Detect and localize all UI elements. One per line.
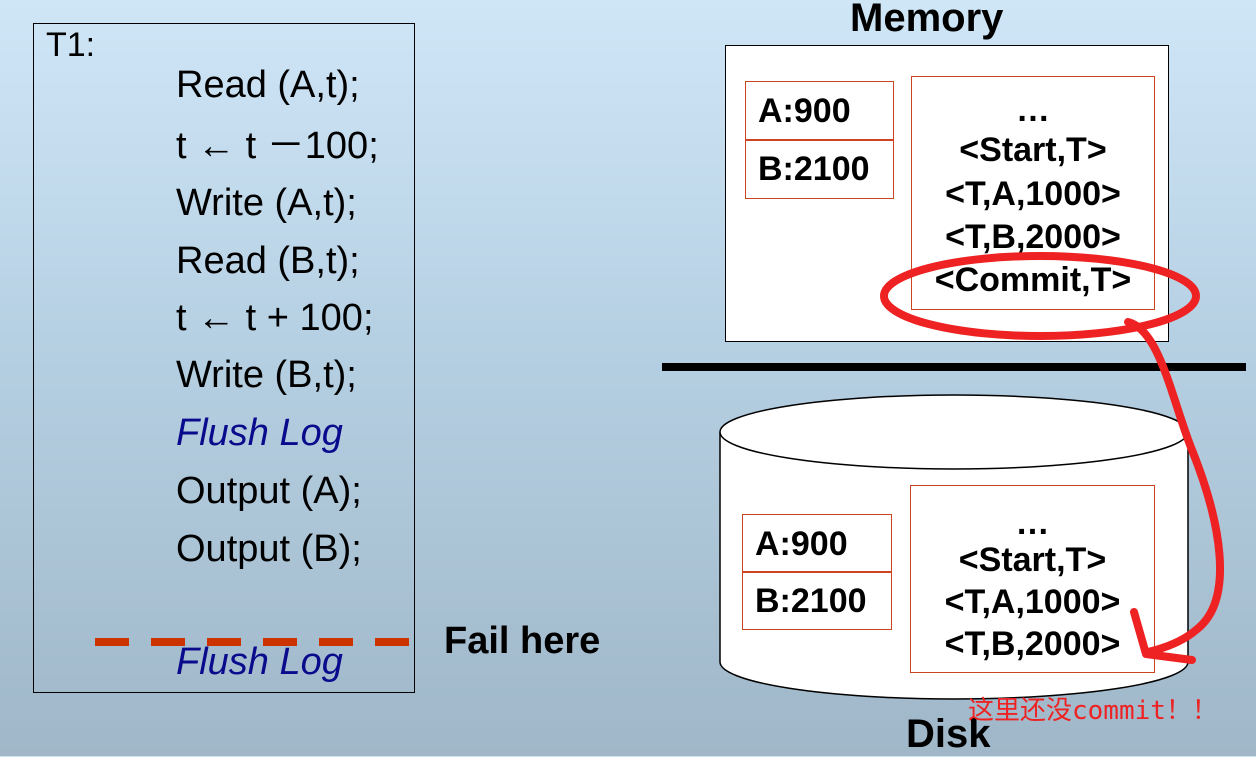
memory-log-box: … <Start,T> <T,A,1000> <T,B,2000> <Commi… [911,76,1155,310]
code-line-read-b: Read (B,t); [176,240,360,282]
code-line-flush-log: Flush Log [176,412,343,454]
transaction-panel [33,23,415,693]
disk-log-entry: … [1015,504,1050,542]
memory-disk-divider [662,363,1246,371]
memory-log-entry: … [1016,91,1050,129]
disk-cell-b: B:2100 [742,571,892,630]
transaction-label: T1: [46,26,96,64]
disk-log-box: … <Start,T> <T,A,1000> <T,B,2000> [910,485,1155,673]
memory-log-entry: <T,A,1000> [945,175,1121,213]
memory-log-entry: <Start,T> [959,131,1107,169]
arrow-head-icon [1130,608,1196,664]
code-line-increment: t ← t + 100; [176,297,374,339]
code-line-write-a: Write (A,t); [176,182,357,224]
disk-log-entry: <T,A,1000> [944,583,1121,621]
code-line-final-flush-log: Flush Log [176,641,343,683]
code-line-output-b: Output (B); [176,528,362,570]
memory-cell-b: B:2100 [745,139,894,199]
code-line-decrement: t ← t －100; [176,125,379,167]
memory-log-entry: <T,B,2000> [945,218,1121,256]
disk-cylinder-icon [719,394,1189,700]
commit-arrow-curve [1124,318,1224,656]
code-line-write-b: Write (B,t); [176,354,357,396]
disk-cell-a: A:900 [742,514,892,573]
memory-title: Memory [850,0,1004,40]
memory-log-entry-commit: <Commit,T> [934,261,1132,299]
fail-here-label: Fail here [444,620,601,662]
memory-cell-a: A:900 [745,81,894,141]
code-line-read-a: Read (A,t); [176,64,360,106]
failure-dashed-line [95,638,417,646]
disk-log-entry: <T,B,2000> [944,625,1121,663]
disk-log-entry: <Start,T> [958,541,1107,579]
memory-box [725,45,1169,342]
commit-highlight-circle [880,252,1200,340]
disk-title: Disk [906,712,991,756]
commit-missing-note: 这里还没commit！！ [968,696,1218,726]
code-line-output-a: Output (A); [176,470,362,512]
